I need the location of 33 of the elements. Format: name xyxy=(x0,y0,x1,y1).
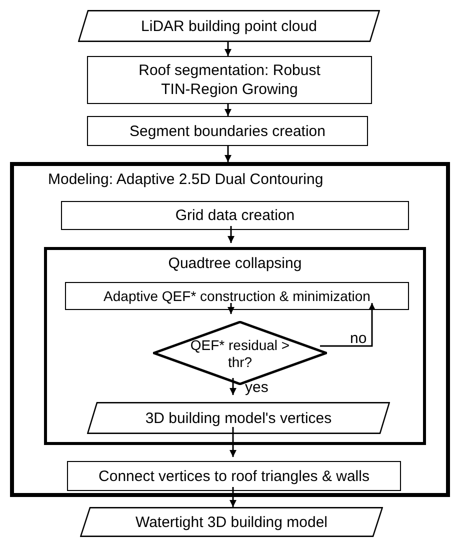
group-frame xyxy=(10,162,450,497)
edge-label: yes xyxy=(245,379,268,397)
edge-label: no xyxy=(350,330,367,348)
node-label: Adaptive QEF* construction & minimization xyxy=(104,288,370,304)
data-parallelogram xyxy=(87,402,390,434)
process-box xyxy=(87,56,372,104)
node-label: Segment boundaries creation xyxy=(130,122,326,140)
group-heading: Quadtree collapsing xyxy=(167,254,303,273)
group-frame xyxy=(44,247,426,445)
arrow xyxy=(230,378,236,395)
group-heading: Modeling: Adaptive 2.5D Dual Contouring xyxy=(48,170,324,189)
data-parallelogram xyxy=(78,10,380,42)
arrow xyxy=(228,303,234,314)
arrow xyxy=(224,42,232,56)
process-box xyxy=(61,201,409,230)
arrow xyxy=(228,226,234,243)
node-label: LiDAR building point cloud xyxy=(141,16,317,36)
node-label: 3D building model's vertices xyxy=(145,408,332,428)
process-box xyxy=(67,461,401,491)
data-parallelogram xyxy=(80,507,383,537)
node-label: Grid data creation xyxy=(175,206,295,225)
arrow xyxy=(230,487,236,507)
node-label: QEF* residual > thr? xyxy=(190,337,290,371)
node-label: Watertight 3D building model xyxy=(135,512,328,532)
node-label: Roof segmentation: Robust TIN-Region Growing xyxy=(138,61,322,99)
node-label: Connect vertices to roof triangles & walls xyxy=(98,466,370,486)
arrow xyxy=(224,104,232,116)
process-box xyxy=(87,116,368,146)
process-box xyxy=(65,282,409,310)
arrow xyxy=(320,303,376,347)
arrow xyxy=(230,427,236,457)
arrow xyxy=(224,146,232,162)
decision-diamond xyxy=(153,321,327,385)
